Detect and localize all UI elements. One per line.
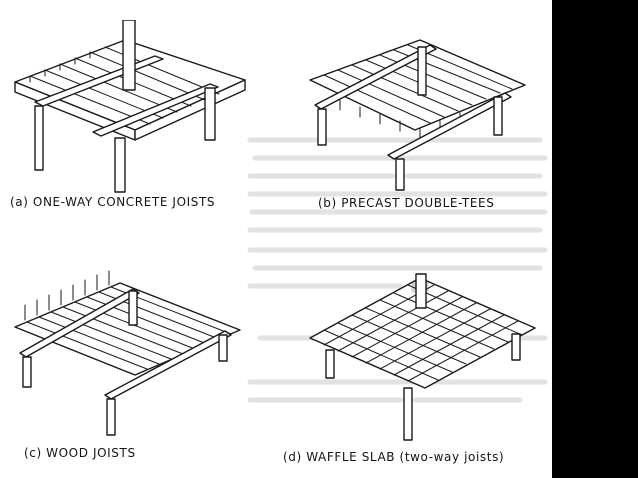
waffle-slab-drawing [309, 273, 536, 441]
caption-b: (b) PRECAST DOUBLE-TEES [318, 196, 495, 210]
one-way-concrete-joists-drawing [14, 20, 246, 193]
caption-a: (a) ONE-WAY CONCRETE JOISTS [10, 195, 216, 209]
wood-joists-drawing [14, 270, 241, 436]
caption-c: (c) WOOD JOISTS [24, 446, 136, 460]
precast-double-tees-drawing [309, 39, 526, 191]
caption-d: (d) WAFFLE SLAB (two-way joists) [283, 450, 505, 464]
figure-sheet: (a) ONE-WAY CONCRETE JOISTS (b) PRECAST … [0, 0, 552, 478]
